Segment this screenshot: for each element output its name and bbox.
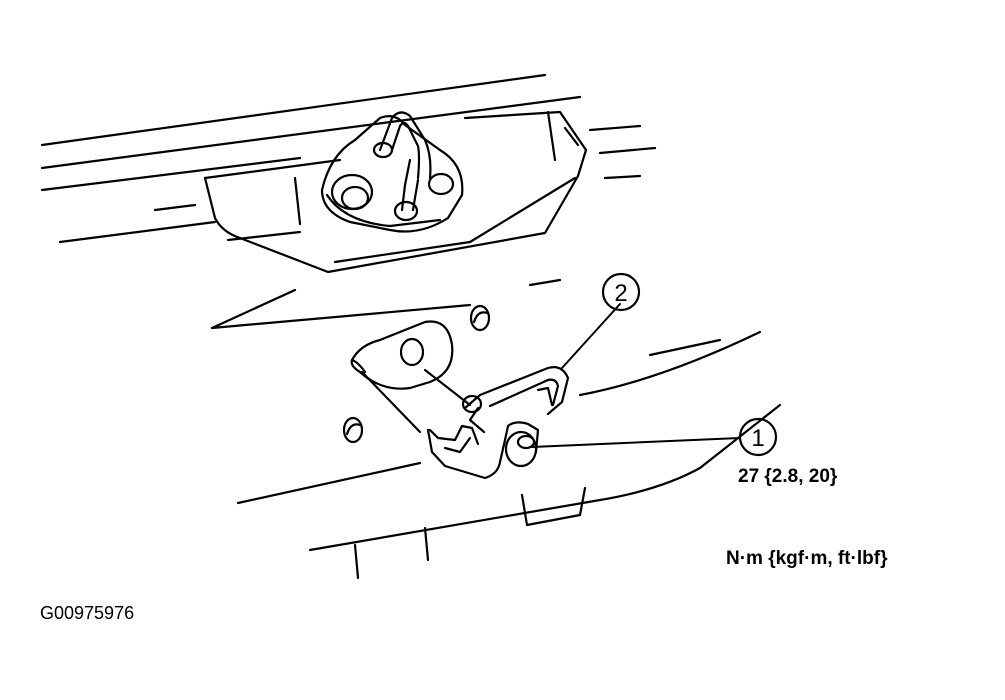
callout-1-number: 1	[751, 425, 764, 452]
callout-1-circle	[738, 417, 778, 457]
latch-mount-panel	[203, 110, 588, 330]
torque-spec-label: 27 {2.8, 20}	[738, 466, 838, 487]
striker-plate	[320, 111, 464, 233]
torque-units-label: N·m {kgf·m, ft·lbf}	[726, 548, 888, 569]
latch-lever-part-2	[426, 366, 570, 480]
mounting-holes	[342, 304, 491, 444]
bolt-part-1	[503, 421, 540, 468]
callout-leaders	[531, 303, 741, 448]
callout-1: 1	[738, 417, 778, 457]
callout-2-number: 2	[614, 280, 627, 307]
hood-latch-bracket	[350, 320, 472, 434]
figure-id-label: G00975976	[40, 603, 135, 623]
callout-2-circle	[601, 272, 641, 312]
callout-2: 2	[601, 272, 641, 312]
hood-panel-lines	[40, 73, 657, 287]
body-panel-lines	[236, 330, 782, 580]
